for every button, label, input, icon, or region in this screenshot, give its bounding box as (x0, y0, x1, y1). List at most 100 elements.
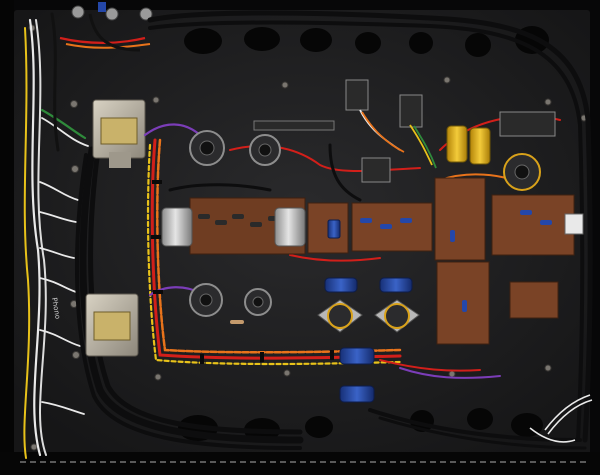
tube-socket-upper-center (249, 134, 281, 166)
wire-green (40, 108, 87, 140)
cable-tie (151, 235, 161, 239)
wire-red (59, 36, 146, 44)
wire-orange (65, 43, 151, 49)
switch-block (499, 111, 556, 137)
cable-bundle (148, 20, 585, 442)
cutout-hole (300, 28, 332, 52)
silver-capacitors (161, 207, 306, 247)
wire-orange (156, 138, 402, 354)
capacitor-blue (339, 347, 375, 365)
pot-wires (359, 109, 437, 169)
screw (152, 96, 160, 104)
resistor (380, 224, 392, 229)
left-wiring-loom (23, 12, 89, 459)
screw (443, 76, 451, 84)
cable-tie (330, 350, 334, 360)
wire-white (41, 117, 89, 147)
screw (71, 165, 79, 173)
cable-bundle (88, 147, 303, 435)
wire-yellow (23, 27, 31, 459)
capacitor-blue (327, 219, 341, 239)
wire-purple (399, 367, 501, 379)
resistor (232, 214, 244, 219)
transformer-coil (100, 117, 138, 145)
resistor (360, 218, 372, 223)
wire-white (39, 247, 75, 259)
bottom-right-white-wires (529, 394, 593, 443)
yellow-capacitors (446, 125, 491, 165)
blue-capacitors (324, 219, 413, 403)
terminal-board-far-right (491, 194, 575, 256)
screw (30, 443, 38, 451)
wire-white (529, 427, 576, 443)
wire-yellow (409, 124, 433, 166)
wire-white (39, 277, 77, 293)
chassis-side-rail (0, 0, 14, 475)
wire-white (544, 394, 591, 431)
terminal-strip-top (253, 120, 335, 131)
cutout-hole (355, 32, 381, 54)
wire-red (289, 254, 381, 262)
terminal-board-vertical-upper (434, 177, 486, 261)
output-tube-socket-left (317, 299, 363, 333)
cutout-hole (244, 27, 280, 51)
capacitor-yellow (446, 125, 468, 163)
lower-transformer (85, 293, 139, 357)
capacitor-blue (324, 277, 358, 293)
resistor (462, 300, 467, 312)
cable-tie (200, 354, 204, 364)
cable-bundle (74, 153, 302, 450)
wire-white (39, 211, 77, 223)
screw (283, 369, 291, 377)
white-connector (564, 213, 584, 235)
wire-orange (361, 111, 405, 153)
chassis-bottom-rail (0, 452, 600, 475)
resistor (540, 220, 552, 225)
tube-socket-upper-left (189, 130, 225, 166)
capacitor-blue (339, 385, 375, 403)
potentiometer (399, 94, 423, 128)
screw (544, 98, 552, 106)
resistor (450, 230, 455, 242)
wire-red (150, 138, 402, 360)
transformer-coil (93, 311, 131, 341)
cable-tie (260, 352, 264, 362)
rca-jack (71, 5, 85, 19)
transformer-bracket (109, 152, 131, 168)
resistor (400, 218, 412, 223)
capacitor-silver (274, 207, 306, 247)
cable-bundle (378, 416, 587, 450)
resistors (198, 210, 552, 324)
black-cable-bundles (74, 10, 593, 450)
terminal-board-small (509, 281, 559, 319)
resistor (198, 214, 210, 219)
rca-jack (105, 7, 119, 21)
cable-bundle (79, 146, 304, 444)
cutout-hole (305, 416, 333, 438)
wire-white (35, 19, 47, 456)
screw (544, 364, 552, 372)
wire-black (328, 143, 362, 202)
wire-white (41, 401, 85, 415)
wire-black (88, 13, 141, 52)
tube-socket-lower-center (244, 288, 272, 316)
capacitor-blue (379, 277, 413, 293)
phono-pencil-label: Phono (50, 297, 62, 320)
resistor (230, 320, 244, 324)
screw (72, 351, 80, 359)
screw (281, 81, 289, 89)
potentiometer (345, 79, 369, 111)
capacitor-silver (161, 207, 193, 247)
wire-white (39, 329, 81, 347)
cutout-hole (184, 28, 222, 54)
wire-black (50, 12, 60, 152)
switch (361, 157, 391, 183)
wire-white (28, 18, 42, 457)
cable-bundle (147, 10, 593, 443)
cutout-hole (409, 32, 433, 54)
wire-green (413, 125, 437, 169)
capacitor-yellow (469, 127, 491, 165)
tube-sockets (189, 130, 541, 333)
rectifier-tube-socket (503, 153, 541, 191)
